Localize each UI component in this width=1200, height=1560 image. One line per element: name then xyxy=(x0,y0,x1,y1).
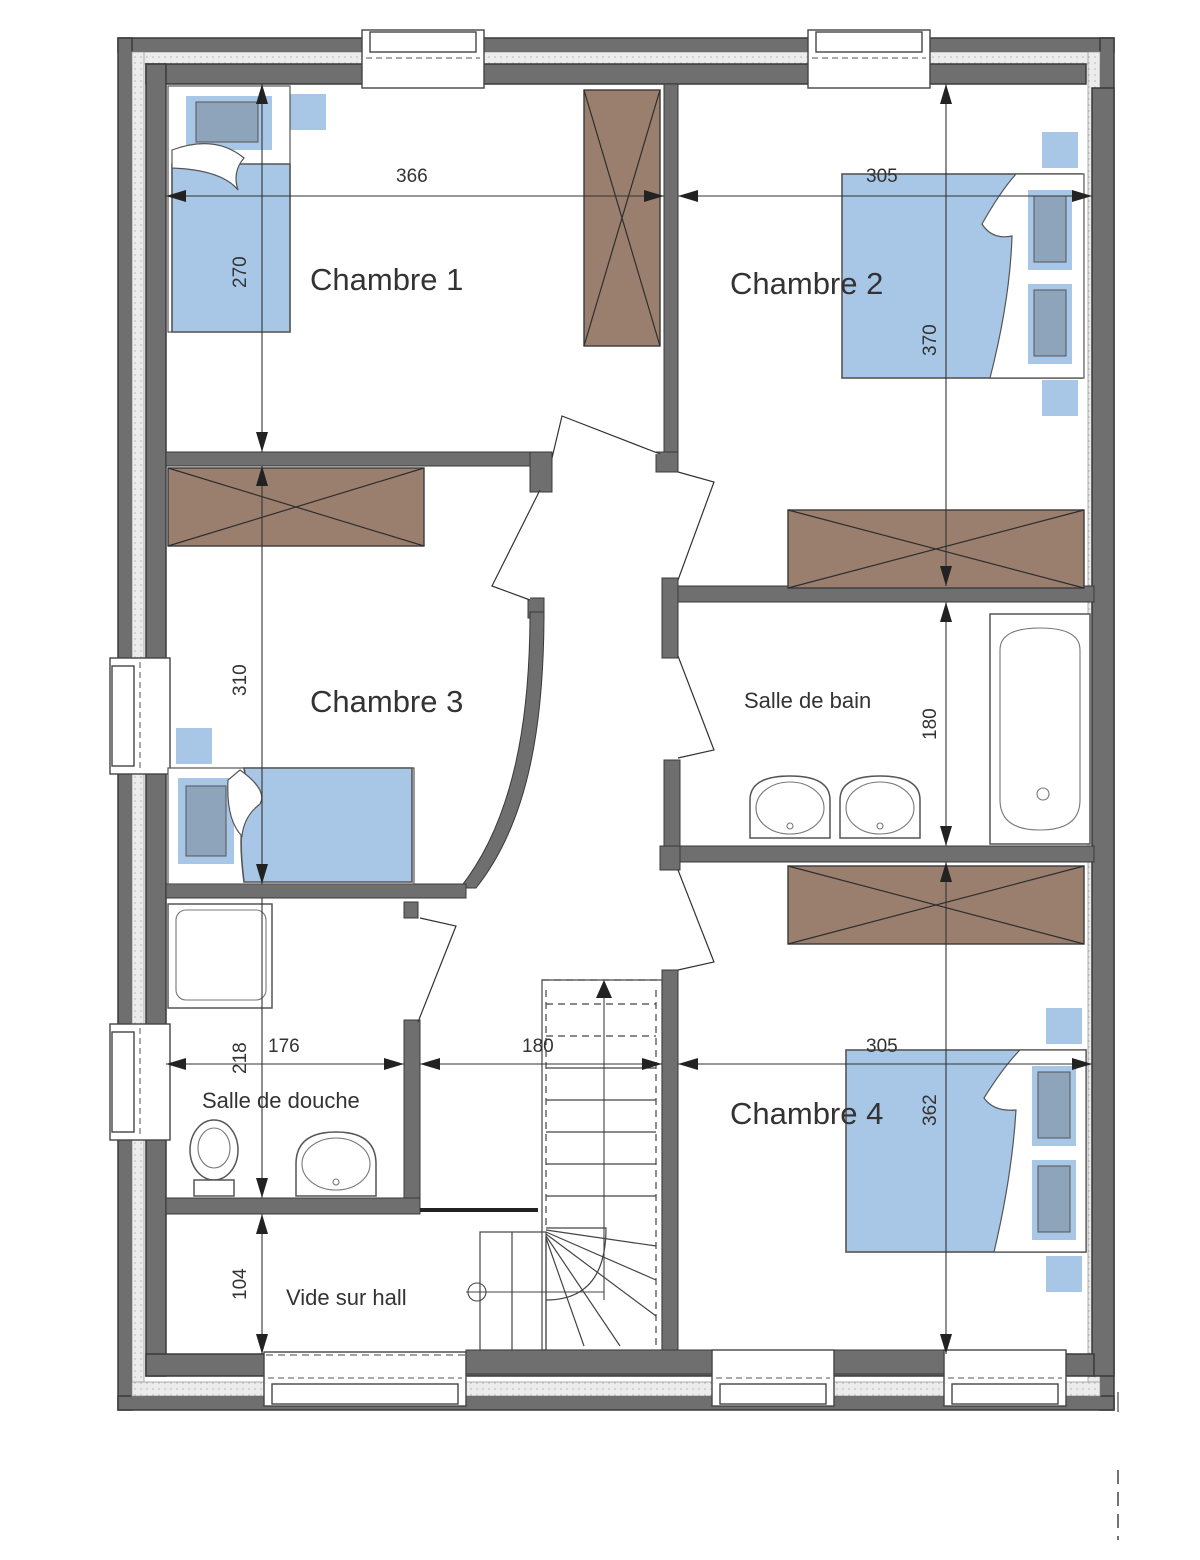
bed-chambre1 xyxy=(167,85,326,333)
label-chambre1: Chambre 1 xyxy=(310,262,463,297)
label-chambre3: Chambre 3 xyxy=(310,684,463,719)
bed-chambre2 xyxy=(841,132,1085,416)
dim-salle-de-bain-depth: 180 xyxy=(920,708,941,740)
dim-salle-de-douche-width: 176 xyxy=(268,1036,300,1057)
dim-chambre3-depth: 310 xyxy=(230,664,251,696)
closet-chambre4 xyxy=(787,865,1085,945)
sink-bain-1 xyxy=(749,775,831,839)
bed-chambre4 xyxy=(845,1008,1087,1292)
closets xyxy=(167,89,1085,945)
label-salle-de-bain: Salle de bain xyxy=(744,688,871,713)
closet-chambre1 xyxy=(583,89,661,347)
dim-chambre4-width: 305 xyxy=(866,1036,898,1057)
closet-chambre3 xyxy=(167,467,425,547)
dim-hall-width: 180 xyxy=(522,1036,554,1057)
dimension-lines xyxy=(166,84,1092,1354)
closet-chambre2 xyxy=(787,509,1085,589)
label-vide-sur-hall: Vide sur hall xyxy=(286,1285,407,1310)
dim-chambre2-width: 305 xyxy=(866,166,898,187)
dim-chambre1-depth: 270 xyxy=(230,256,251,288)
sink-bain-2 xyxy=(839,775,921,839)
dim-salle-de-douche-depth: 218 xyxy=(230,1042,251,1074)
dim-chambre1-width: 366 xyxy=(396,166,428,187)
dim-chambre4-depth: 362 xyxy=(920,1094,941,1126)
label-chambre4: Chambre 4 xyxy=(730,1096,883,1131)
dim-chambre2-depth: 370 xyxy=(920,324,941,356)
toilet xyxy=(189,1119,239,1197)
sink-douche xyxy=(295,1131,377,1197)
shower-tray xyxy=(167,903,273,1009)
windows xyxy=(109,29,1067,1407)
label-salle-de-douche: Salle de douche xyxy=(202,1088,360,1113)
bed-chambre3 xyxy=(167,728,415,885)
doors xyxy=(417,415,715,1212)
label-chambre2: Chambre 2 xyxy=(730,266,883,301)
dim-vide-depth: 104 xyxy=(230,1268,251,1300)
interior-walls xyxy=(165,83,1095,1375)
staircase xyxy=(466,979,663,1351)
bathtub xyxy=(989,613,1091,845)
